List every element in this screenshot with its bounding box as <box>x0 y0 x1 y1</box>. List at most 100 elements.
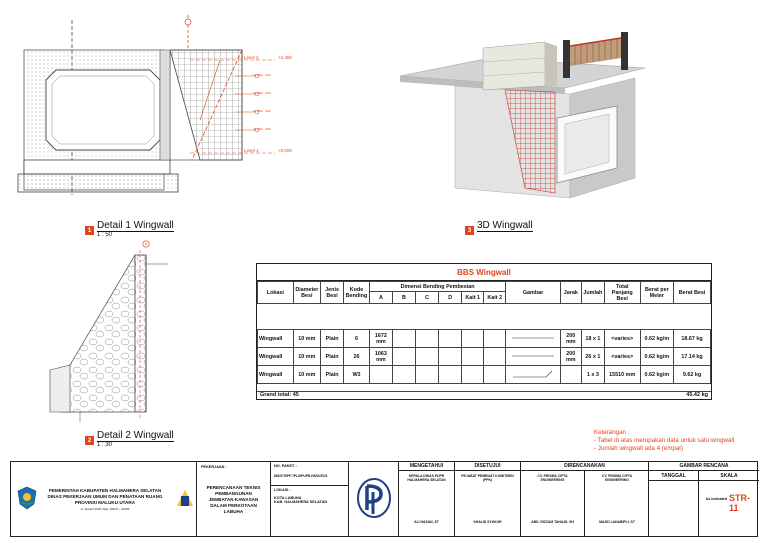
detail-1-label: 1 Detail 1 Wingwall 1 : 50 <box>85 220 174 239</box>
disetujui-cell: DISETUJUI PEJABAT PEMBUAT KOMITMEN (PPK)… <box>455 462 521 536</box>
government-emblem-icon <box>17 486 37 510</box>
mengetahui-role-1: KEPALA DINAS PUPR <box>408 474 445 478</box>
keterangan-note: Keterangan : - Tabel di atas merupakan d… <box>594 429 734 453</box>
detail-2-number: 2 <box>85 436 94 445</box>
detail-1-title: Detail 1 Wingwall <box>97 220 174 232</box>
owner-address: Jl. Nusant Puith Telp. (0927) - 21084 <box>80 507 130 511</box>
bending-shape-hooked <box>505 365 561 384</box>
cell-kode: 26 <box>343 347 370 366</box>
cell-dim-d <box>438 329 463 348</box>
detail-1-scale: 1 : 50 <box>97 232 113 238</box>
disetujui-role-2: (PPK) <box>482 478 493 482</box>
cell-kode: 6 <box>343 329 370 348</box>
cell-berat: 9.62 kg <box>673 365 711 384</box>
pekerjaan-text: PERENCANAAN TEKNIS PEMBANGUNAN JEMBATAN … <box>197 485 270 515</box>
pekerjaan-cell: PEKERJAAN : PERENCANAAN TEKNIS PEMBANGUN… <box>197 462 271 536</box>
consultant-logo-cell <box>349 462 399 536</box>
cell-berat: 18.67 kg <box>673 329 711 348</box>
detail-1-drawing <box>17 15 275 195</box>
cell-jarak: 200 mm <box>559 329 582 348</box>
planner-1-role-2: ENGINEERING <box>540 478 565 482</box>
cell-dim-a: 1672 mm <box>368 329 393 348</box>
cell-kait2 <box>483 347 507 366</box>
grand-total-row: Grand total: 45 45.42 kg <box>257 391 711 400</box>
cell-jumlah: 1 x 3 <box>580 365 605 384</box>
level-2-label: Level 2 <box>244 55 259 60</box>
detail-2-scale: 1 : 30 <box>97 442 113 448</box>
col-dim-a: A <box>368 291 393 304</box>
section-marker-text: A <box>144 241 148 246</box>
disetujui-label: DISETUJUI <box>455 462 520 471</box>
table-row: Wingwall 10 mm Plain 6 1672 mm 200 mm 18… <box>257 329 711 348</box>
tag-text: Ø10 - 200 <box>257 73 271 77</box>
level-1-value: +0.000 <box>278 148 292 153</box>
rebar-tag-2: 2a Ø10 - 200 <box>253 91 271 95</box>
cell-berat: 17.14 kg <box>673 347 711 366</box>
nopaket-box: NO. PAKET : 600/07/SPP-TPL/DPUPR-HS/IX/2… <box>271 462 348 486</box>
pekerjaan-line: DALAM PERKOTAAN <box>210 502 257 508</box>
consultant-logo-icon <box>357 478 391 518</box>
keterangan-line-1: - Tabel di atas merupakan data untuk sat… <box>594 437 735 444</box>
col-dim-c: C <box>415 291 440 304</box>
planner-2-name: MAJID LAHABIPLI, ST <box>599 520 635 524</box>
col-kait2: Kait 2 <box>483 291 507 304</box>
cell-dim-c <box>415 347 440 366</box>
cell-diameter: 10 mm <box>292 329 322 348</box>
nopaket-value: 600/07/SPP-TPL/DPUPR-HS/IX/2021 <box>274 473 328 478</box>
col-dim-d: D <box>438 291 463 304</box>
pekerjaan-line: PEMBANGUNAN <box>215 490 252 496</box>
sheet-code: STR-11 <box>729 493 750 513</box>
col-jumlah: Jumlah <box>580 281 605 304</box>
owner-line-3: PROVINSI MALUKU UTARA <box>74 500 136 505</box>
col-dim-b: B <box>391 291 417 304</box>
planner-1-name: ABD. RIZZAM TAHAJIL SH <box>531 520 574 524</box>
tag-id: 1a <box>253 73 257 77</box>
col-lokasi: Lokasi <box>257 281 294 304</box>
tag-text: Ø10 - 200 <box>257 91 271 95</box>
tag-text: Ø10 - 200 <box>257 109 271 113</box>
grand-total-value: 45.42 kg <box>686 392 708 398</box>
owner-cell: PEMERINTAH KABUPATEN HALMAHERA SELATAN D… <box>11 462 197 536</box>
tag-id: 2a <box>253 91 257 95</box>
cell-dim-c <box>415 365 440 384</box>
col-berat-per: Berat per Meter <box>639 281 675 304</box>
level-2-value-text: +2.450 <box>278 55 292 60</box>
cell-berat-per: 0.62 kg/m <box>639 329 675 348</box>
skala-value: As indicated <box>705 497 727 501</box>
cell-lokasi: Wingwall <box>257 347 294 366</box>
rebar-tag-3: 3a Ø10 - 200 <box>253 109 271 113</box>
pupr-logo-icon <box>176 489 194 507</box>
col-kait1: Kait 1 <box>461 291 485 304</box>
detail-2-title: Detail 2 Wingwall <box>97 430 174 442</box>
rebar-tag-4: 4a Ø10 - 200 <box>253 127 271 131</box>
tag-id: 3a <box>253 109 257 113</box>
cell-dim-b <box>391 347 417 366</box>
pekerjaan-line: JEMBATAN KAWASAN <box>208 496 259 502</box>
detail-2-drawing <box>49 240 168 422</box>
lokasi-line-2: KAB. HALMAHERA SELATAN <box>274 500 328 505</box>
planner-2-role-2: ENGINEERING <box>605 478 629 482</box>
cell-kait1 <box>461 329 485 348</box>
paket-lokasi-cell: NO. PAKET : 600/07/SPP-TPL/DPUPR-HS/IX/2… <box>271 462 349 536</box>
cell-jumlah: 18 x 1 <box>580 329 605 348</box>
skala-label: SKALA <box>699 471 759 481</box>
cell-jumlah: 26 x 1 <box>580 347 605 366</box>
cell-total: <varies> <box>603 329 641 348</box>
col-diameter: Diameter Besi <box>292 281 322 304</box>
cell-dim-d <box>438 347 463 366</box>
table-row: Wingwall 10 mm Plain W3 1 x 3 15510 mm 0… <box>257 365 711 384</box>
bbs-table: BBS Wingwall Lokasi Diameter Besi Jenis … <box>256 263 712 400</box>
level-2-name: Level 2 <box>244 55 259 60</box>
cell-jenis: Plain <box>320 365 345 384</box>
cell-diameter: 10 mm <box>292 365 322 384</box>
cell-dim-b <box>391 329 417 348</box>
cell-lokasi: Wingwall <box>257 365 294 384</box>
direncanakan-cell: DIRENCANAKAN CV. PRISMA CIPTA ENGINEERIN… <box>521 462 649 536</box>
cell-kait2 <box>483 329 507 348</box>
title-block: PEMERINTAH KABUPATEN HALMAHERA SELATAN D… <box>10 461 759 537</box>
detail-2-label: 2 Detail 2 Wingwall 1 : 30 <box>85 430 174 449</box>
cell-total: <varies> <box>603 347 641 366</box>
owner-text: PEMERINTAH KABUPATEN HALMAHERA SELATAN D… <box>33 488 177 512</box>
cell-berat-per: 0.62 kg/m <box>639 347 675 366</box>
